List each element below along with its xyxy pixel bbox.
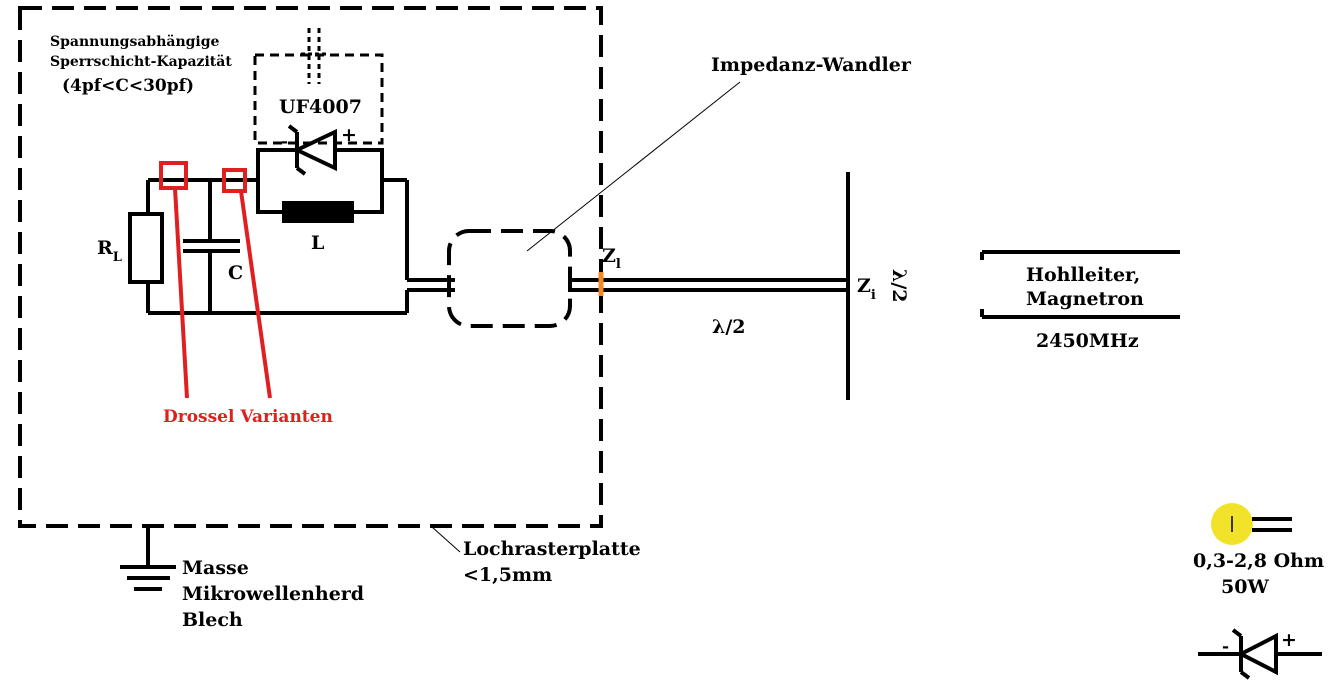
impedanz-label: Impedanz-Wandler (711, 54, 912, 76)
diode-minus-label: - (281, 132, 288, 152)
frequency-label: 2450MHz (1036, 330, 1139, 352)
zl-label-sub: l (616, 257, 621, 272)
zi-label-sub: i (871, 288, 876, 303)
zl-label-main: Z (602, 245, 616, 267)
transmission-line (568, 278, 848, 292)
inductor (282, 201, 354, 223)
kap-label-line2: Sperrschicht-Kapazität (50, 54, 232, 70)
impedance-transformer (447, 229, 572, 328)
circuit-wires (146, 178, 455, 315)
hohlleiter-label-line1: Hohlleiter, (1026, 264, 1140, 286)
diode-uf4007 (287, 124, 337, 176)
zl-label: Zl (602, 245, 621, 272)
resistor-label-main: R (97, 237, 113, 259)
zi-label-main: Z (857, 275, 871, 297)
legend-diode-symbol (1198, 628, 1322, 680)
lochraster-label-line1: Lochrasterplatte (463, 538, 641, 560)
capacitor-label: C (228, 262, 243, 284)
inductor-label: L (311, 232, 324, 254)
waveguide (980, 250, 1180, 319)
legend-power-label: 50W (1221, 576, 1269, 598)
impedanz-leader (526, 81, 741, 252)
legend-resistance-label: 0,3-2,8 Ohm (1193, 550, 1324, 572)
legend-resistor-symbol (1211, 503, 1292, 545)
lambda-vertical-label: λ/2 (888, 269, 910, 302)
resistor-label: RL (97, 237, 122, 265)
masse-label-line1: Masse (182, 557, 249, 579)
legend-diode-minus: - (1222, 637, 1229, 657)
capacitor (183, 239, 240, 253)
diode-name-label: UF4007 (279, 96, 362, 118)
masse-label-line3: Blech (182, 609, 243, 631)
legend-diode-plus: + (1281, 629, 1297, 651)
drossel-label: Drossel Varianten (163, 407, 333, 427)
lambda-horizontal-label: λ/2 (712, 316, 745, 338)
diode-plus-label: + (341, 124, 357, 146)
lochraster-leader (431, 526, 461, 553)
resistor-label-sub: L (113, 250, 122, 265)
hohlleiter-label-line2: Magnetron (1026, 288, 1144, 310)
resistor (128, 212, 164, 284)
board-outline (18, 6, 603, 528)
kap-label-line1: Spannungsabhängige (50, 34, 220, 50)
zi-label: Zi (857, 275, 876, 303)
masse-label-line2: Mikrowellenherd (182, 583, 364, 605)
dashed-capacitor-top (301, 28, 327, 84)
kap-range-label: (4pf<C<30pf) (62, 76, 194, 96)
drossel-markers (159, 161, 272, 399)
lochraster-label-line2: <1,5mm (463, 564, 552, 586)
ground-symbol (120, 528, 176, 591)
